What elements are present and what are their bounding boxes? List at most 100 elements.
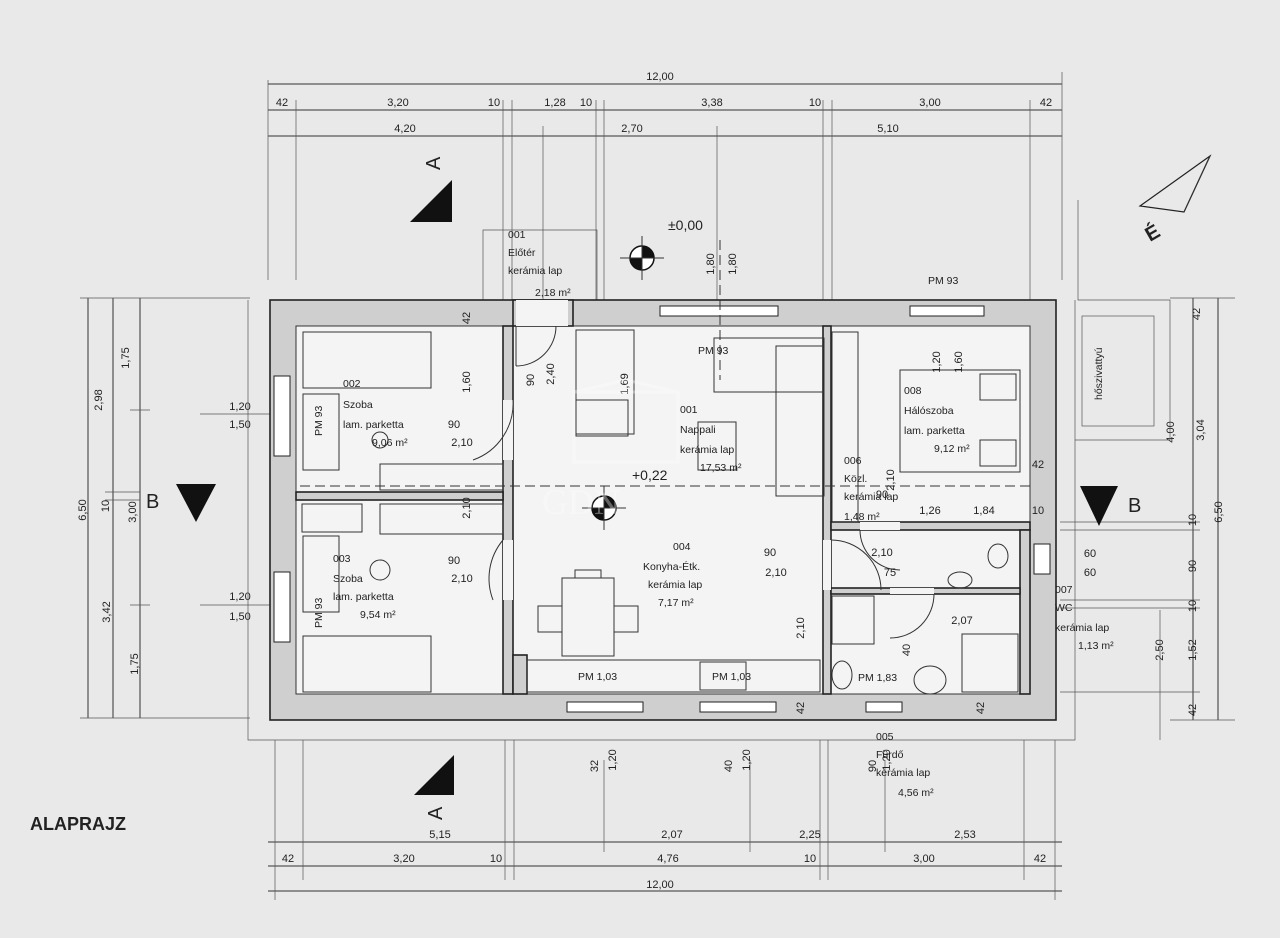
dim-left-5: 3,00 xyxy=(127,501,139,522)
section-b-right-label: B xyxy=(1128,495,1141,517)
dim-top2-3: 5,10 xyxy=(877,123,898,135)
room-007-name: WC xyxy=(1055,602,1073,614)
dim-right-2: 4,00 xyxy=(1165,421,1177,442)
inner-dims: 1,80 1,80 1,20 1,60 42 1,60 2,40 90 1,69… xyxy=(448,253,1044,772)
dim-bot2-2: 2,07 xyxy=(661,829,682,841)
pm-labels: PM 93 PM 93 PM 93 PM 93 PM 1,03 PM 1,03 … xyxy=(313,275,959,684)
inner-dim-29: 1,20 xyxy=(607,749,619,770)
room-003-area: 9,54 m² xyxy=(360,609,396,621)
dim-bot-7: 42 xyxy=(1034,853,1046,865)
right-dimension-lines xyxy=(1060,297,1235,721)
section-b-left: B xyxy=(146,484,216,522)
watermark-text: GDN xyxy=(542,482,620,522)
room-006-num: 006 xyxy=(844,455,862,467)
dim-bot-6: 3,00 xyxy=(913,853,934,865)
dim-top2-2: 2,70 xyxy=(621,123,642,135)
section-b-right: B xyxy=(1080,486,1141,526)
room-003-label: 003 Szoba lam. parketta 9,54 m² xyxy=(333,553,396,621)
section-a-bottom-label: A xyxy=(425,806,447,820)
dim-top-9: 42 xyxy=(1040,97,1052,109)
inner-dim-6: 1,60 xyxy=(461,371,473,392)
dim-right-12: 60 xyxy=(1084,567,1096,579)
room-001-name: Előtér xyxy=(508,247,536,259)
inner-dim-11: 2,10 xyxy=(451,437,472,449)
room-008-floor: lam. parketta xyxy=(904,425,965,437)
room-nappali-label: 001 Nappali kerámia lap 17,53 m² xyxy=(680,404,742,474)
room-003-floor: lam. parketta xyxy=(333,591,394,603)
north-label: É xyxy=(1141,220,1164,247)
room-004-num: 004 xyxy=(673,541,691,553)
dim-top-8: 3,00 xyxy=(919,97,940,109)
room-005-area: 4,56 m² xyxy=(898,787,934,799)
dim-left-8: 1,20 xyxy=(229,401,250,413)
pm-label-1: PM 93 xyxy=(928,275,959,287)
dim-top-4: 1,28 xyxy=(544,97,565,109)
inner-dim-21: 2,10 xyxy=(795,617,807,638)
inner-dim-23: 1,84 xyxy=(973,505,994,517)
room-002-num: 002 xyxy=(343,378,361,390)
north-arrow-icon: É xyxy=(1138,154,1212,247)
inner-dim-7: 2,40 xyxy=(545,363,557,384)
chimney-label: hőszivattyú xyxy=(1093,347,1105,400)
dim-top-1: 42 xyxy=(276,97,288,109)
dim-left-3: 6,50 xyxy=(77,499,89,520)
pm-label-2: PM 93 xyxy=(698,345,729,357)
room-002-floor: lam. parketta xyxy=(343,419,404,431)
room-nappali-area: 17,53 m² xyxy=(700,462,742,474)
dim-right-6: 90 xyxy=(1187,560,1199,572)
inner-dim-14: 2,10 xyxy=(451,573,472,585)
inner-dim-15: 90 xyxy=(764,547,776,559)
room-007-num: 007 xyxy=(1055,584,1073,596)
inner-dim-31: 1,20 xyxy=(741,749,753,770)
room-007-floor: kerámia lap xyxy=(1055,622,1109,634)
room-008-area: 9,12 m² xyxy=(934,443,970,455)
room-002-label: 002 Szoba lam. parketta 9,06 m² xyxy=(343,378,408,449)
room-005-label: 005 Fürdő kerámia lap 4,56 m² xyxy=(876,731,934,799)
pm-label-4: PM 93 xyxy=(313,597,325,628)
dim-bot-4: 4,76 xyxy=(657,853,678,865)
dim-top-2: 3,20 xyxy=(387,97,408,109)
pm-label-7: PM 1,83 xyxy=(858,672,897,684)
dim-left-1: 2,98 xyxy=(93,389,105,410)
dim-top-6: 3,38 xyxy=(701,97,722,109)
watermark-logo: GDN xyxy=(542,378,680,522)
dims-right: 42 4,00 3,04 6,50 10 90 10 2,50 1,52 42 … xyxy=(1084,308,1225,716)
dim-top-total: 12,00 xyxy=(646,71,674,83)
dim-right-3: 3,04 xyxy=(1195,419,1207,440)
exterior-walls xyxy=(269,299,1057,721)
pm-label-6: PM 1,03 xyxy=(712,671,751,683)
dim-top2-1: 4,20 xyxy=(394,123,415,135)
room-008-name: Hálószoba xyxy=(904,405,954,417)
section-b-left-label: B xyxy=(146,491,159,513)
room-001-num: 001 xyxy=(508,229,526,241)
dim-left-11: 1,50 xyxy=(229,611,250,623)
pm-label-3: PM 93 xyxy=(313,405,325,436)
dim-top-7: 10 xyxy=(809,97,821,109)
level-marker-outside xyxy=(620,236,664,280)
room-006-area: 1,48 m² xyxy=(844,511,880,523)
room-007-area: 1,13 m² xyxy=(1078,640,1114,652)
room-001-floor: kerámia lap xyxy=(508,265,562,277)
inner-dim-16: 2,10 xyxy=(765,567,786,579)
dims-top-row2: 4,20 2,70 5,10 xyxy=(394,123,898,135)
dim-right-10: 42 xyxy=(1187,704,1199,716)
inner-dim-28: 32 xyxy=(589,760,601,772)
inner-dim-3: 1,20 xyxy=(931,351,943,372)
room-002-name: Szoba xyxy=(343,399,373,411)
dims-bottom-row2: 5,15 2,07 2,25 2,53 xyxy=(429,829,975,841)
room-001-area: 2,18 m² xyxy=(535,287,571,299)
dim-right-11: 60 xyxy=(1084,548,1096,560)
dim-right-5: 10 xyxy=(1187,514,1199,526)
room-004-area: 7,17 m² xyxy=(658,597,694,609)
inner-dim-18: 2,10 xyxy=(885,469,897,490)
inner-dim-34: 1,20 xyxy=(881,749,893,770)
inner-dim-12: 2,10 xyxy=(461,497,473,518)
outdoor-outlines xyxy=(247,200,1171,741)
furniture xyxy=(301,329,1021,695)
dim-left-9: 1,50 xyxy=(229,419,250,431)
inner-dim-32: 40 xyxy=(901,644,913,656)
dim-right-1: 42 xyxy=(1191,308,1203,320)
dim-bot2-1: 5,15 xyxy=(429,829,450,841)
bottom-dimension-lines xyxy=(268,740,1062,900)
inner-dim-20: 75 xyxy=(884,567,896,579)
